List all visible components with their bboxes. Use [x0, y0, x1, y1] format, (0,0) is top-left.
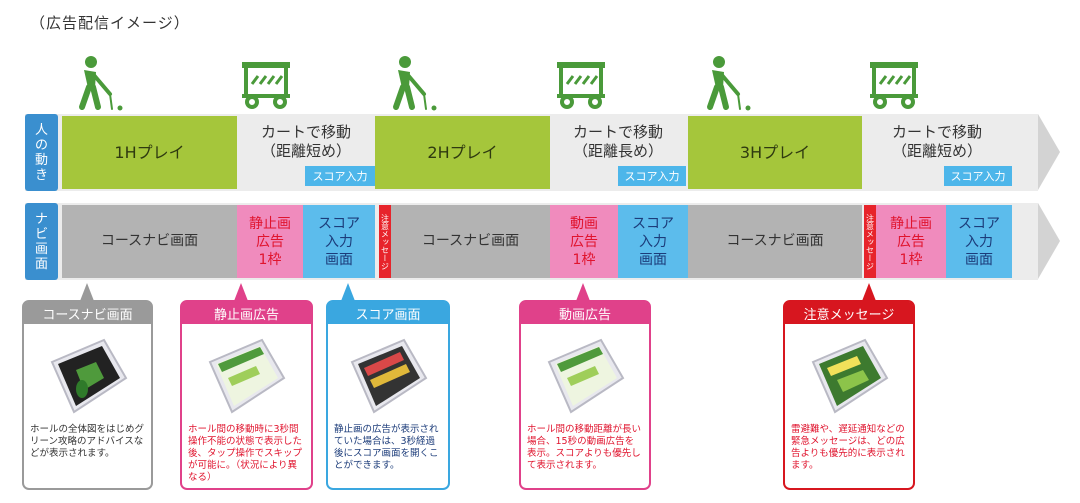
callout-description: 雷避難や、遅延通知などの緊急メッセージは、どの広告よりも優先的に表示されます。: [791, 424, 905, 471]
hole3-play: 3Hプレイ: [688, 116, 862, 189]
callout-description: ホールの全体図をはじめグリーン攻略のアドバイスなどが表示されます。: [30, 424, 145, 459]
navi-device-image: [50, 338, 128, 414]
score-input-screen-3: スコア入力画面: [946, 205, 1012, 278]
timeline-arrow: [1038, 114, 1060, 190]
golfer-icon: [79, 56, 123, 111]
notice-message-1: 注意メッセージ: [379, 205, 391, 278]
golfer-icon: [707, 56, 751, 111]
callout-title: 静止画広告: [182, 302, 311, 324]
hole2-play: 2Hプレイ: [375, 116, 550, 189]
callout-static-ad: 静止画広告 ホール間の移動時に3秒間操作不能の状態で表示した後、タップ操作でスキ…: [180, 300, 313, 490]
cart-move-2: カートで移動（距離長め）: [572, 123, 663, 160]
callout-title: スコア画面: [328, 302, 448, 324]
hole1-play: 1Hプレイ: [62, 116, 237, 189]
callout-title: コースナビ画面: [24, 302, 151, 324]
callout-video-ad: 動画広告 ホール間の移動距離が長い場合、15秒の動画広告を表示。スコアよりも優先…: [519, 300, 651, 490]
timeline-arrow: [1038, 203, 1060, 279]
golf-cart-icon: [557, 62, 605, 109]
golf-cart-icon: [870, 62, 918, 109]
cart-move-3: カートで移動（距離短め）: [891, 123, 982, 160]
course-navi-screen-1: コースナビ画面: [62, 205, 237, 278]
callout-description: 静止画の広告が表示されていた場合は、3秒経過後にスコア画面を開くことができます。: [334, 424, 439, 471]
score-input-screen-2: スコア入力画面: [618, 205, 688, 278]
callout-pointer: [576, 283, 590, 301]
callout-pointer: [862, 283, 876, 301]
callout-pointer: [341, 283, 355, 301]
notice-device-image: [811, 338, 889, 414]
row-label-navi: ナビ画面: [25, 203, 58, 280]
callout-description: ホール間の移動時に3秒間操作不能の状態で表示した後、タップ操作でスキップが可能に…: [188, 424, 303, 483]
callout-title: 動画広告: [521, 302, 649, 324]
callout-course-navi: コースナビ画面 ホールの全体図をはじめグリーン攻略のアドバイスなどが表示されます…: [22, 300, 153, 490]
score-entry-tag-2: スコア入力: [618, 166, 686, 186]
course-navi-screen-3: コースナビ画面: [688, 205, 862, 278]
video-ad-device-image: [547, 338, 625, 414]
score-entry-tag-1: スコア入力: [305, 166, 375, 186]
course-navi-screen-2: コースナビ画面: [391, 205, 550, 278]
golfer-icon: [393, 56, 437, 111]
row-label-people: 人の動き: [25, 114, 58, 191]
score-input-screen-1: スコア入力画面: [303, 205, 375, 278]
score-device-image: [350, 338, 428, 414]
cart-move-1: カートで移動（距離短め）: [260, 123, 351, 160]
golf-cart-icon: [242, 62, 290, 109]
page-title: （広告配信イメージ）: [30, 14, 190, 32]
callout-pointer: [80, 283, 94, 301]
score-entry-tag-3: スコア入力: [944, 166, 1012, 186]
callout-title: 注意メッセージ: [785, 302, 913, 324]
callout-description: ホール間の移動距離が長い場合、15秒の動画広告を表示。スコアよりも優先して表示さ…: [527, 424, 642, 471]
static-ad-device-image: [208, 338, 286, 414]
callout-notice-message: 注意メッセージ 雷避難や、遅延通知などの緊急メッセージは、どの広告よりも優先的に…: [783, 300, 915, 490]
callout-score-screen: スコア画面 静止画の広告が表示されていた場合は、3秒経過後にスコア画面を開くこと…: [326, 300, 450, 490]
callout-pointer: [234, 283, 248, 301]
notice-message-2: 注意メッセージ: [864, 205, 876, 278]
